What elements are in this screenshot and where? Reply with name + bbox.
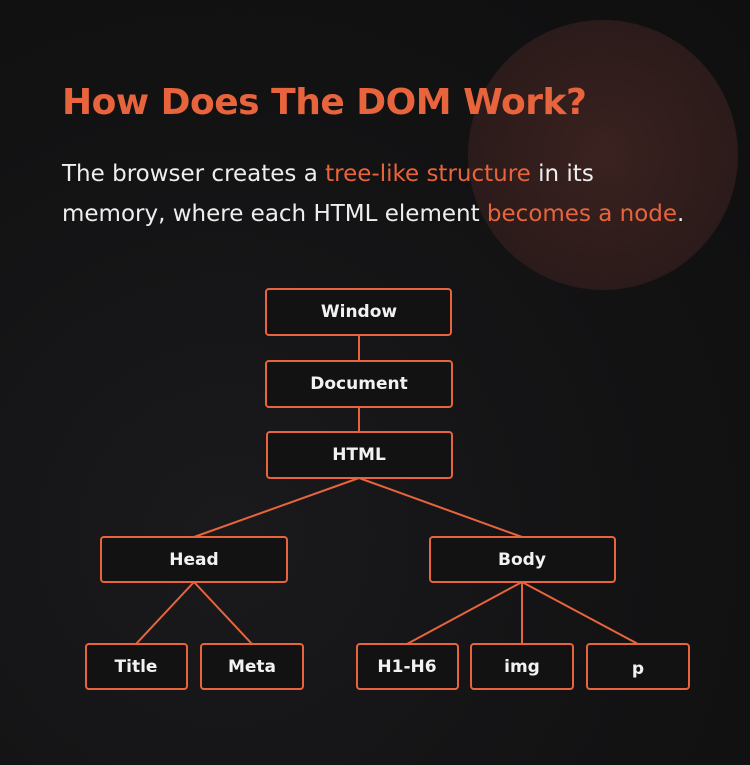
edge-body-h1h6	[406, 581, 523, 645]
node-body-label: Body	[498, 550, 546, 570]
node-html-label: HTML	[332, 445, 386, 465]
description-text: The browser creates a tree-like structur…	[62, 154, 702, 234]
node-title: Title	[85, 643, 188, 690]
node-body: Body	[429, 536, 616, 583]
node-head: Head	[100, 536, 288, 583]
edge-head-title	[135, 581, 195, 645]
edge-html-body	[358, 477, 523, 538]
node-document: Document	[265, 360, 453, 408]
edge-body-p	[521, 581, 639, 645]
node-html: HTML	[266, 431, 453, 479]
edge-html-head	[193, 477, 360, 538]
node-p-label: p	[632, 659, 644, 679]
page-title: How Does The DOM Work?	[62, 82, 587, 123]
node-title-label: Title	[115, 657, 158, 677]
description-part-1: The browser creates a	[62, 161, 326, 187]
highlight-becomes-a-node: becomes a node	[486, 201, 678, 227]
background-glow-circle	[468, 20, 738, 290]
node-h1h6: H1-H6	[356, 643, 459, 690]
node-head-label: Head	[169, 550, 218, 570]
node-img-label: img	[504, 657, 540, 677]
node-window: Window	[265, 288, 452, 336]
node-meta: Meta	[200, 643, 304, 690]
description-part-3: .	[677, 201, 685, 227]
edge-head-meta	[193, 581, 253, 645]
description-part-2: in its memory, where each HTML element	[62, 161, 594, 227]
node-meta-label: Meta	[228, 657, 276, 677]
node-h1h6-label: H1-H6	[377, 657, 436, 677]
node-p: p	[586, 643, 690, 690]
node-window-label: Window	[321, 302, 398, 322]
node-document-label: Document	[310, 374, 407, 394]
highlight-tree-like-structure: tree-like structure	[325, 161, 531, 187]
node-img: img	[470, 643, 574, 690]
